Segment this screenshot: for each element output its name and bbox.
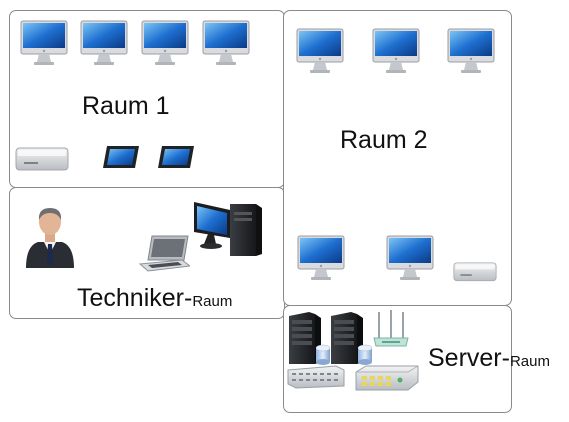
- imac-monitor-icon: [20, 20, 68, 66]
- wifi-router-icon: [373, 310, 409, 347]
- desktop-pc-icon: [194, 202, 262, 256]
- technician-person-icon: [26, 208, 74, 268]
- tablet-icon: [101, 144, 141, 170]
- imac-monitor-icon: [80, 20, 128, 66]
- room-label-server-suffix: Raum: [509, 353, 550, 370]
- tablet-icon: [156, 144, 196, 170]
- room-label-techniker: Techniker-Raum: [77, 284, 232, 313]
- imac-monitor-icon: [141, 20, 189, 66]
- room-label-raum-1: Raum 1: [82, 92, 170, 120]
- mac-mini-icon: [452, 258, 498, 284]
- mac-mini-icon: [14, 142, 70, 174]
- imac-monitor-icon: [372, 28, 420, 74]
- room-label-techniker-main: Techniker-: [77, 284, 193, 312]
- imac-monitor-icon: [296, 28, 344, 74]
- imac-monitor-icon: [202, 20, 250, 66]
- laptop-icon: [138, 235, 190, 272]
- imac-monitor-icon: [386, 235, 434, 281]
- room-label-raum-2: Raum 2: [340, 126, 428, 154]
- imac-monitor-icon: [297, 235, 345, 281]
- network-switch-icon: [355, 365, 419, 391]
- imac-monitor-icon: [447, 28, 495, 74]
- storage-array-icon: [287, 365, 345, 389]
- server-rack-icon: [289, 312, 331, 365]
- room-label-server-main: Server-: [428, 344, 510, 372]
- server-rack-icon: [331, 312, 373, 365]
- room-label-techniker-suffix: Raum: [192, 293, 233, 310]
- room-label-server: Server-Raum: [428, 344, 550, 373]
